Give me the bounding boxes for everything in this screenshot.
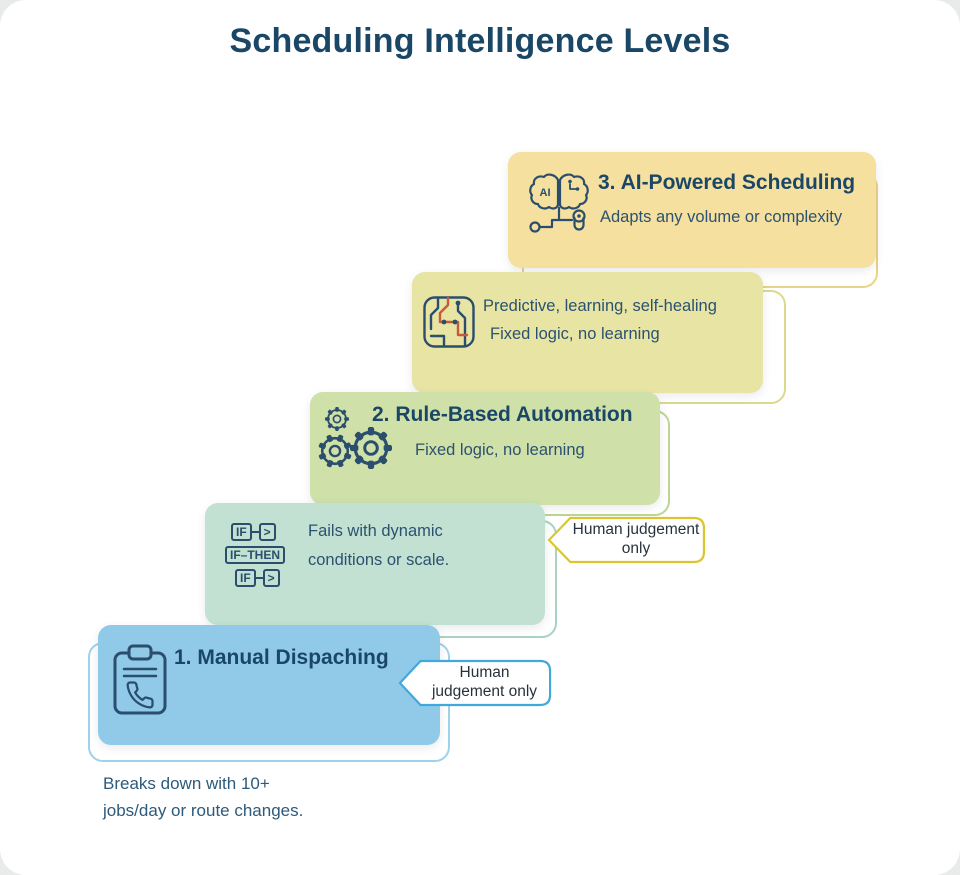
- if-then-icon: IF > IF–THEN IF >: [225, 523, 286, 587]
- connector-dash: [255, 577, 263, 579]
- brain-ai-label: AI: [540, 187, 551, 199]
- level-2-heading: 2. Rule-Based Automation: [372, 403, 633, 426]
- card-manual-limitation: IF > IF–THEN IF > Fails with dynamic condi…: [205, 503, 545, 625]
- rule-limitation-line2: Fixed logic, no learning: [490, 325, 660, 343]
- footnote-line2: jobs/day or route changes.: [103, 801, 304, 820]
- connector-dash: [251, 531, 259, 533]
- if-box: IF: [235, 569, 256, 587]
- if-box: IF: [231, 523, 252, 541]
- manual-limitation-line1: Fails with dynamic: [308, 522, 443, 540]
- level-2-subtext: Fixed logic, no learning: [415, 441, 585, 459]
- rule-limitation-line1: Predictive, learning, self-healing: [483, 297, 717, 315]
- if-then-box: IF–THEN: [225, 546, 286, 564]
- manual-limitation-line2: conditions or scale.: [308, 551, 450, 569]
- level-1-heading: 1. Manual Dispaching: [174, 646, 389, 669]
- tag-arrow-shape: [398, 659, 552, 707]
- card-rule-based-limitation: Predictive, learning, self-healing Fixed…: [412, 272, 763, 393]
- route-map-icon: [422, 295, 476, 349]
- brain-route-icon: AI: [526, 168, 592, 236]
- tag-arrow-shape: [547, 516, 706, 564]
- clipboard-phone-icon: [112, 643, 168, 717]
- card-manual-dispatching: 1. Manual Dispaching: [98, 625, 440, 745]
- card-ai-powered-scheduling: AI 3. AI-Powered Scheduling Adapts any v…: [508, 152, 876, 268]
- level-3-subtext: Adapts any volume or complexity: [600, 208, 843, 226]
- card-rule-based-automation: 2. Rule-Based Automation Fixed logic, no…: [310, 392, 660, 505]
- human-judgement-tag-yellow: Human judgement only: [546, 514, 708, 566]
- manual-footnote: Breaks down with 10+ jobs/day or route c…: [103, 770, 303, 824]
- arrow-box: >: [262, 569, 280, 587]
- page-title: Scheduling Intelligence Levels: [229, 22, 731, 60]
- tag-label: Human judgement only: [572, 521, 700, 557]
- level-3-heading: 3. AI-Powered Scheduling: [598, 171, 856, 194]
- tag-label: Human judgement only: [431, 664, 538, 700]
- footnote-line1: Breaks down with 10+: [103, 774, 270, 793]
- arrow-box: >: [258, 523, 276, 541]
- human-judgement-tag-blue: Human judgement only: [397, 657, 554, 709]
